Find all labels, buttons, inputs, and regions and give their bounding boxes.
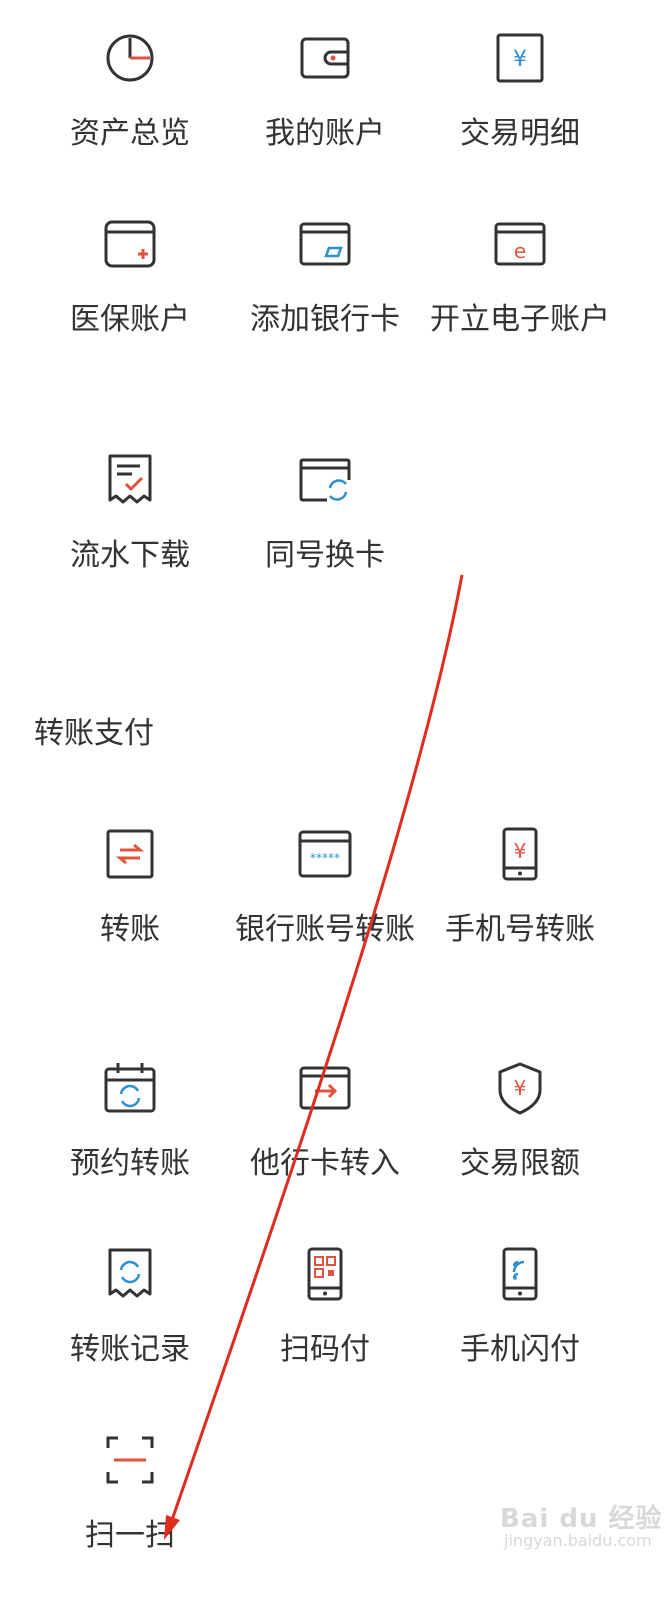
menu-item-label: 交易限额 bbox=[460, 1146, 580, 1181]
svg-text:e: e bbox=[514, 239, 526, 263]
menu-item-label: 预约转账 bbox=[70, 1146, 190, 1181]
menu-item-statement-download[interactable]: 流水下载 bbox=[35, 452, 225, 580]
receipt-check-icon bbox=[108, 454, 152, 504]
scan-icon bbox=[106, 1436, 154, 1484]
menu-item-open-e-account[interactable]: e 开立电子账户 bbox=[425, 216, 615, 344]
baidu-watermark: Bai du 经验 jingyan.baidu.com bbox=[500, 1498, 663, 1550]
watermark-url: jingyan.baidu.com bbox=[504, 1531, 652, 1550]
card-arrow-icon bbox=[299, 1066, 351, 1110]
menu-item-label: 手机号转账 bbox=[445, 912, 595, 947]
shield-yen-icon: ¥ bbox=[498, 1062, 542, 1115]
menu-item-my-account[interactable]: 我的账户 bbox=[230, 30, 420, 158]
menu-item-label: 扫码付 bbox=[280, 1332, 370, 1367]
calendar-refresh-icon bbox=[104, 1063, 156, 1113]
menu-item-label: 交易明细 bbox=[460, 116, 580, 151]
menu-item-transaction-details[interactable]: ¥ 交易明细 bbox=[425, 30, 615, 158]
yen-doc-icon: ¥ bbox=[496, 33, 544, 83]
menu-item-label: 添加银行卡 bbox=[250, 302, 400, 337]
menu-item-transaction-limit[interactable]: ¥ 交易限额 bbox=[425, 1060, 615, 1188]
menu-item-label: 我的账户 bbox=[265, 116, 385, 151]
menu-item-phone-transfer[interactable]: ¥ 手机号转账 bbox=[425, 826, 615, 954]
receipt-refresh-icon bbox=[108, 1248, 152, 1298]
menu-item-scheduled-transfer[interactable]: 预约转账 bbox=[35, 1060, 225, 1188]
card-stars-icon: ***** bbox=[298, 830, 352, 878]
menu-item-label: 同号换卡 bbox=[265, 538, 385, 573]
pie-clock-icon bbox=[106, 34, 154, 82]
transfer-icon bbox=[106, 829, 154, 879]
menu-item-scan[interactable]: 扫一扫 bbox=[35, 1432, 225, 1560]
menu-item-label: 手机闪付 bbox=[460, 1332, 580, 1367]
menu-item-asset-overview[interactable]: 资产总览 bbox=[35, 30, 225, 158]
menu-item-transfer-records[interactable]: 转账记录 bbox=[35, 1246, 225, 1374]
menu-item-label: 他行卡转入 bbox=[250, 1146, 400, 1181]
menu-item-label: 开立电子账户 bbox=[430, 302, 610, 337]
phone-qr-icon bbox=[307, 1247, 343, 1301]
menu-item-scan-to-pay[interactable]: 扫码付 bbox=[230, 1246, 420, 1374]
svg-text:¥: ¥ bbox=[513, 47, 527, 72]
menu-item-other-bank-in[interactable]: 他行卡转入 bbox=[230, 1060, 420, 1188]
menu-item-label: 转账记录 bbox=[70, 1332, 190, 1367]
menu-item-label: 流水下载 bbox=[70, 538, 190, 573]
card-plus-icon bbox=[104, 220, 156, 268]
svg-text:¥: ¥ bbox=[514, 1076, 527, 1100]
wallet-icon bbox=[300, 37, 350, 79]
svg-text:¥: ¥ bbox=[514, 839, 527, 863]
e-card-icon: e bbox=[494, 222, 546, 266]
menu-item-label: 资产总览 bbox=[70, 116, 190, 151]
menu-item-medical-account[interactable]: 医保账户 bbox=[35, 216, 225, 344]
menu-item-add-bank-card[interactable]: 添加银行卡 bbox=[230, 216, 420, 344]
menu-item-label: 转账 bbox=[100, 912, 160, 947]
section-title-transfer: 转账支付 bbox=[34, 716, 154, 751]
menu-item-transfer[interactable]: 转账 bbox=[35, 826, 225, 954]
phone-yen-icon: ¥ bbox=[502, 827, 538, 881]
menu-item-label: 扫一扫 bbox=[85, 1518, 175, 1553]
watermark-brand: Bai du 经验 bbox=[500, 1504, 663, 1534]
menu-item-label: 银行账号转账 bbox=[235, 912, 415, 947]
menu-item-card-replace[interactable]: 同号换卡 bbox=[230, 452, 420, 580]
card-refresh-icon bbox=[299, 458, 351, 502]
card-add-icon bbox=[299, 222, 351, 266]
svg-text:*****: ***** bbox=[310, 851, 340, 865]
menu-item-phone-quickpass[interactable]: 手机闪付 bbox=[425, 1246, 615, 1374]
phone-nfc-icon bbox=[502, 1247, 538, 1301]
menu-item-account-number-transfer[interactable]: ***** 银行账号转账 bbox=[230, 826, 420, 954]
menu-item-label: 医保账户 bbox=[70, 302, 190, 337]
